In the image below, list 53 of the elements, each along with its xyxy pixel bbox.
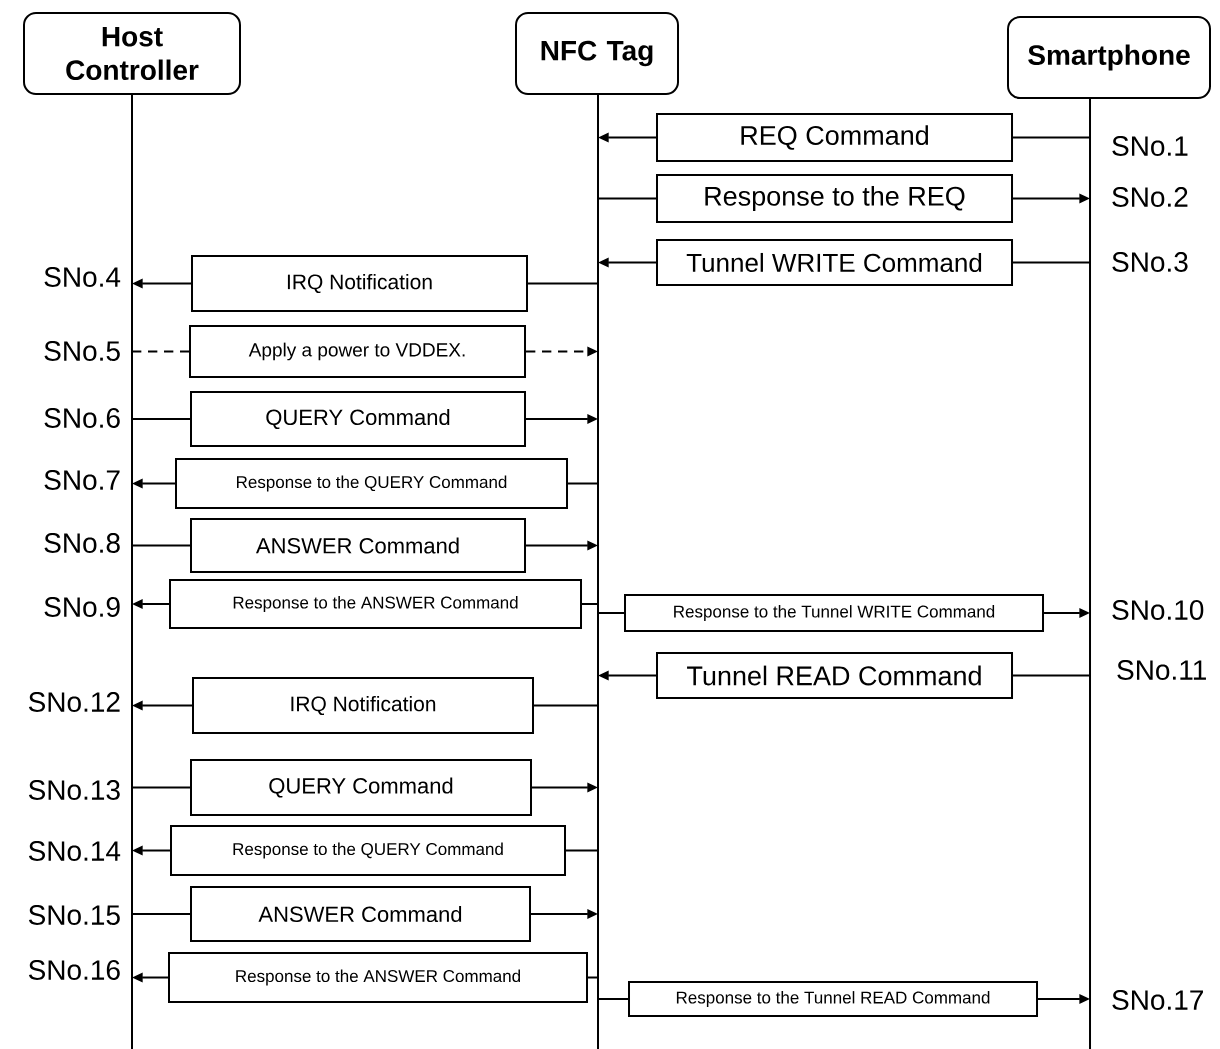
message-box: ANSWER Command <box>190 886 531 942</box>
message-box: Response to the Tunnel WRITE Command <box>624 594 1044 632</box>
step-number: SNo.11 <box>1117 660 1206 680</box>
connector-line <box>597 998 629 1000</box>
message-box: QUERY Command <box>190 391 526 447</box>
connector-line <box>581 603 599 605</box>
participant-box: NFC Tag <box>515 12 679 95</box>
connector-line <box>1012 261 1091 264</box>
connector-line <box>565 849 599 852</box>
connector-line <box>131 786 191 789</box>
participant-box: Smartphone <box>1007 16 1211 99</box>
step-number: SNo.9 <box>44 597 120 617</box>
step-number: SNo.1 <box>1112 136 1188 156</box>
step-number: SNo.16 <box>28 960 120 980</box>
step-number: SNo.14 <box>28 841 121 861</box>
connector-line <box>597 197 657 200</box>
message-box: Response to the QUERY Command <box>170 825 566 876</box>
message-box: Response to the ANSWER Command <box>168 952 588 1003</box>
message-box: QUERY Command <box>190 759 532 816</box>
step-number: SNo.13 <box>28 780 120 800</box>
step-number: SNo.4 <box>44 267 121 287</box>
message-box: Response to the ANSWER Command <box>169 579 582 629</box>
connector-line <box>131 544 191 547</box>
message-box: IRQ Notification <box>191 255 528 312</box>
connector-line <box>1012 136 1091 139</box>
connector-line <box>527 282 599 285</box>
connector-line <box>533 704 599 707</box>
connector-line <box>131 350 190 353</box>
step-number: SNo.15 <box>28 905 120 925</box>
message-box: REQ Command <box>656 113 1013 162</box>
connector-line <box>567 482 599 485</box>
connector-line <box>131 418 191 420</box>
step-number: SNo.10 <box>1112 600 1204 620</box>
message-box: Apply a power to VDDEX. <box>189 325 526 378</box>
step-number: SNo.7 <box>44 470 120 490</box>
message-box: IRQ Notification <box>192 677 534 734</box>
step-number: SNo.5 <box>44 341 120 361</box>
message-box: Tunnel READ Command <box>656 652 1013 699</box>
participant-box: Host Controller <box>23 12 241 95</box>
message-box: Response to the Tunnel READ Command <box>628 981 1038 1017</box>
connector-line <box>597 612 625 614</box>
connector-line <box>1012 674 1091 677</box>
step-number: SNo.8 <box>44 533 120 553</box>
step-number: SNo.6 <box>44 408 120 428</box>
connector-line <box>131 913 191 915</box>
message-box: Response to the QUERY Command <box>175 458 568 509</box>
connector-line <box>587 976 599 979</box>
step-number: SNo.3 <box>1112 252 1188 272</box>
message-box: Response to the REQ <box>656 174 1013 223</box>
message-box: ANSWER Command <box>190 518 526 573</box>
step-number: SNo.17 <box>1112 990 1203 1010</box>
message-box: Tunnel WRITE Command <box>656 239 1013 286</box>
step-number: SNo.12 <box>28 692 120 712</box>
